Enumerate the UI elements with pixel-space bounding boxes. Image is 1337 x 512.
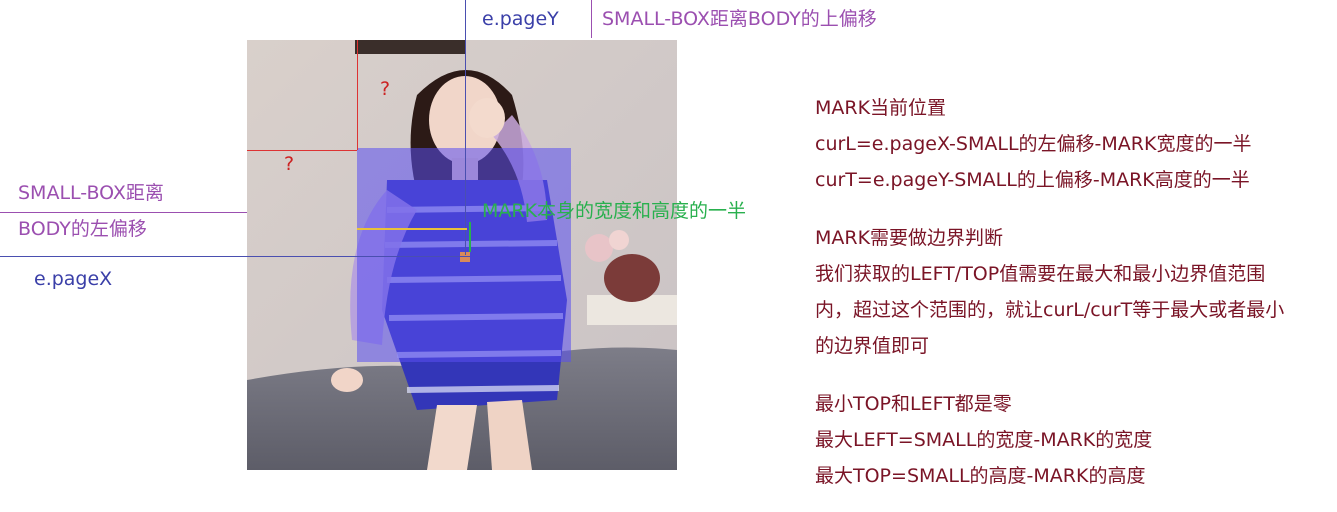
half-height-guide bbox=[469, 222, 471, 252]
notes-panel: MARK当前位置 curL=e.pageX-SMALL的左偏移-MARK宽度的一… bbox=[815, 90, 1335, 494]
note-line: 最大LEFT=SMALL的宽度-MARK的宽度 bbox=[815, 429, 1153, 451]
question-mark-left: ? bbox=[284, 153, 295, 175]
page-y-line bbox=[465, 0, 466, 255]
note-line: 内，超过这个范围的，就让curL/curT等于最大或者最小 bbox=[815, 299, 1285, 321]
small-left-offset-label-2: BODY的左偏移 bbox=[18, 218, 147, 240]
note-line: curT=e.pageY-SMALL的上偏移-MARK高度的一半 bbox=[815, 169, 1250, 191]
half-width-guide bbox=[357, 228, 467, 230]
mark-half-label: MARK本身的宽度和高度的一半 bbox=[482, 200, 747, 222]
red-guide-vertical bbox=[357, 40, 358, 150]
small-left-offset-label-1: SMALL-BOX距离 bbox=[18, 182, 164, 204]
mark-center-point bbox=[460, 252, 470, 262]
note-line: MARK当前位置 bbox=[815, 97, 947, 119]
note-line: curL=e.pageX-SMALL的左偏移-MARK宽度的一半 bbox=[815, 133, 1252, 155]
question-mark-top: ? bbox=[380, 78, 391, 100]
note-line: 的边界值即可 bbox=[815, 335, 930, 357]
left-offset-line bbox=[0, 212, 247, 213]
small-top-offset-label: SMALL-BOX距离BODY的上偏移 bbox=[602, 8, 877, 30]
red-guide-horizontal bbox=[247, 150, 357, 151]
note-line: 最大TOP=SMALL的高度-MARK的高度 bbox=[815, 465, 1146, 487]
page-y-label: e.pageY bbox=[482, 8, 559, 30]
note-line: 我们获取的LEFT/TOP值需要在最大和最小边界值范围 bbox=[815, 263, 1266, 285]
handbag bbox=[604, 254, 660, 302]
page-x-label: e.pageX bbox=[34, 268, 113, 290]
wall-frame bbox=[355, 40, 465, 54]
note-line: MARK需要做边界判断 bbox=[815, 227, 1004, 249]
note-line: 最小TOP和LEFT都是零 bbox=[815, 393, 1012, 415]
top-label-divider bbox=[591, 0, 592, 38]
page-x-line bbox=[0, 256, 470, 257]
